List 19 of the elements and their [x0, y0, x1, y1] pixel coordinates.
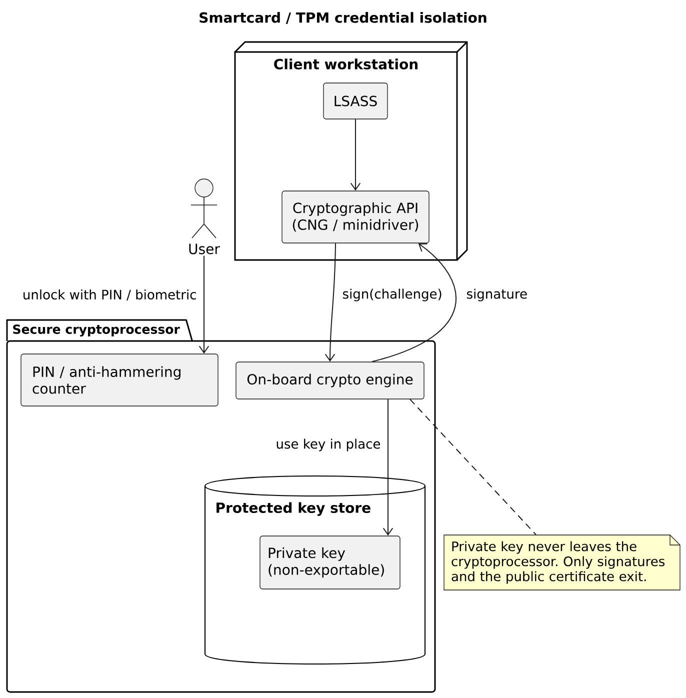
node-label: Secure cryptoprocessor	[13, 324, 180, 336]
arrow	[198, 255, 210, 354]
component-box: Cryptographic API (CNG / minidriver)	[282, 190, 430, 244]
edge-label: signature	[464, 286, 530, 304]
component-box: LSASS	[323, 82, 388, 120]
actor-label: User	[189, 244, 220, 254]
component-box: On-board crypto engine	[236, 362, 424, 400]
arrow	[324, 242, 336, 362]
arrow	[382, 398, 394, 536]
edge-label: use key in place	[274, 436, 383, 454]
edge-label: sign(challenge)	[340, 286, 444, 304]
title: Smartcard / TPM credential isolation	[200, 12, 486, 24]
dashed-line	[410, 398, 536, 536]
arrow	[350, 118, 361, 191]
edge-label: unlock with PIN / biometric	[20, 287, 199, 303]
component-box: PIN / anti-hammering counter	[20, 354, 218, 406]
note: Private key never leaves the cryptoprocessor. Only signatures and the public certificate exit.	[444, 534, 680, 590]
component-box: Private key (non-exportable)	[260, 536, 400, 590]
arrow	[372, 243, 456, 362]
